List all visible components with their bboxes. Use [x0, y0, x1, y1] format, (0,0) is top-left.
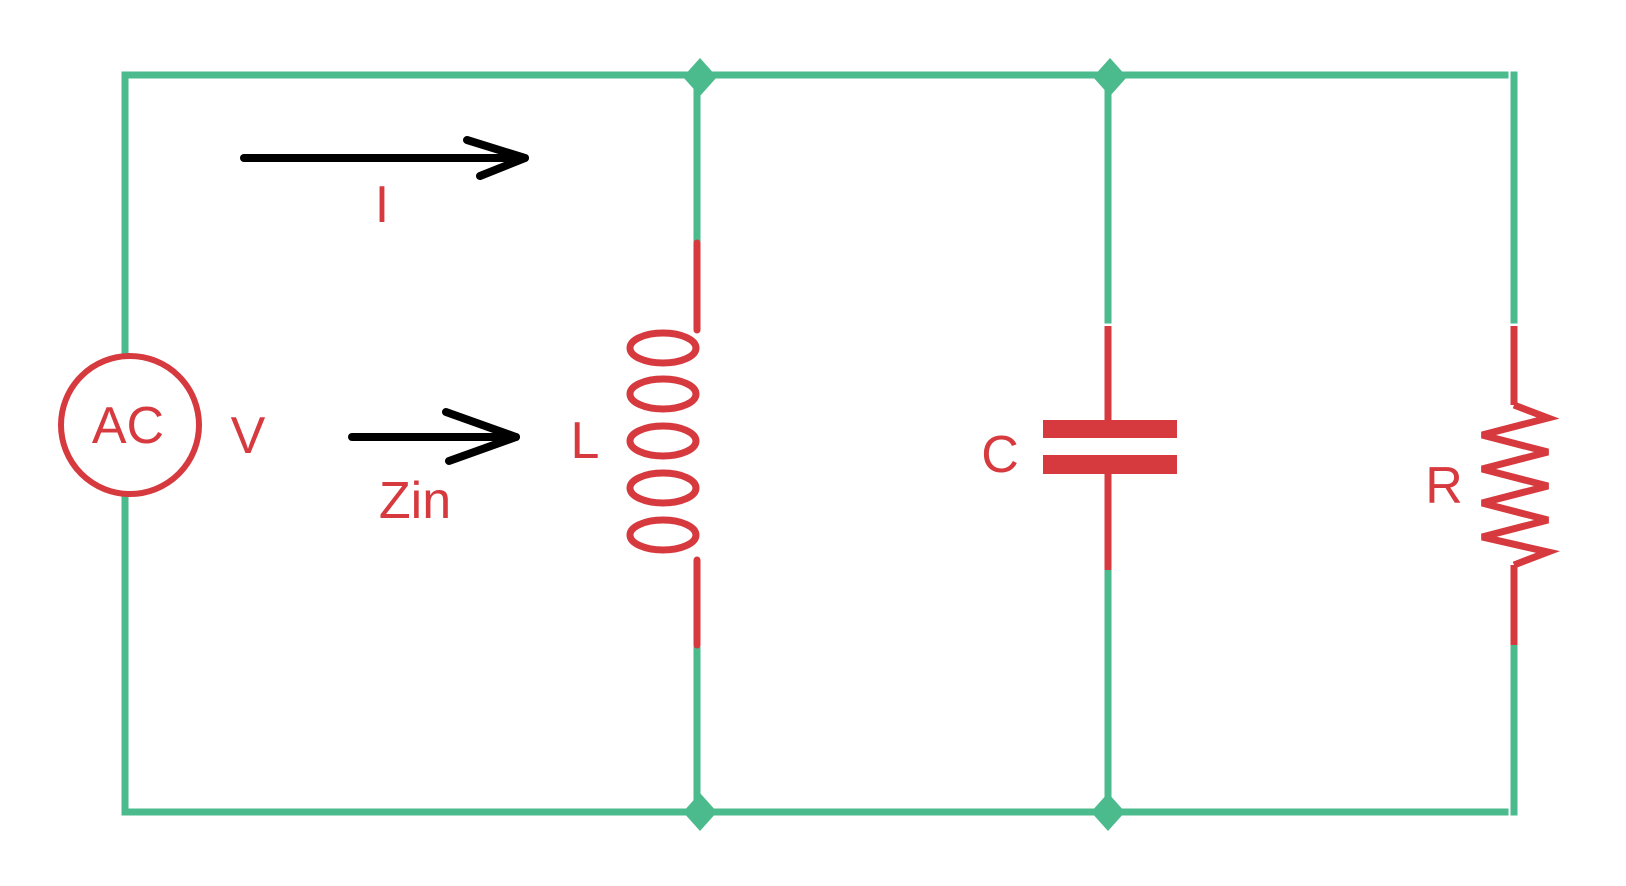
capacitor-plate-top	[1043, 420, 1177, 438]
current-label: I	[375, 176, 389, 234]
ac-source-symbol	[58, 353, 202, 497]
junction-node-top-right	[1093, 58, 1127, 96]
voltage-label: V	[231, 407, 266, 465]
inductor	[626, 239, 701, 649]
impedance-arrow	[348, 408, 520, 465]
inductor-coil-loop-3	[626, 422, 700, 460]
current-arrow-head	[463, 136, 529, 180]
inductor-coil-loop-1	[626, 329, 700, 367]
resistor-zigzag	[1481, 401, 1561, 569]
ac-source: AC	[58, 353, 202, 497]
impedance-label: Zin	[379, 472, 451, 530]
current-arrow	[240, 136, 529, 180]
capacitor-plate-bottom	[1043, 455, 1177, 474]
junction-nodes	[683, 58, 1127, 831]
impedance-arrow-head	[442, 408, 520, 465]
wires	[121, 71, 1518, 816]
junction-node-top-left	[683, 58, 717, 96]
capacitor-label: C	[981, 426, 1019, 484]
inductor-label: L	[571, 412, 600, 470]
junction-node-bottom-left	[683, 793, 717, 831]
resistor-label: R	[1425, 457, 1463, 515]
ac-source-text: AC	[92, 397, 164, 455]
capacitor	[1043, 326, 1177, 570]
inductor-coil-loop-2	[626, 375, 700, 413]
junction-node-bottom-right	[1091, 793, 1125, 831]
inductor-coil-loop-4	[626, 469, 700, 507]
resistor	[1481, 326, 1561, 645]
inductor-coil-loop-5	[626, 516, 700, 554]
inductor-coil	[626, 329, 700, 554]
